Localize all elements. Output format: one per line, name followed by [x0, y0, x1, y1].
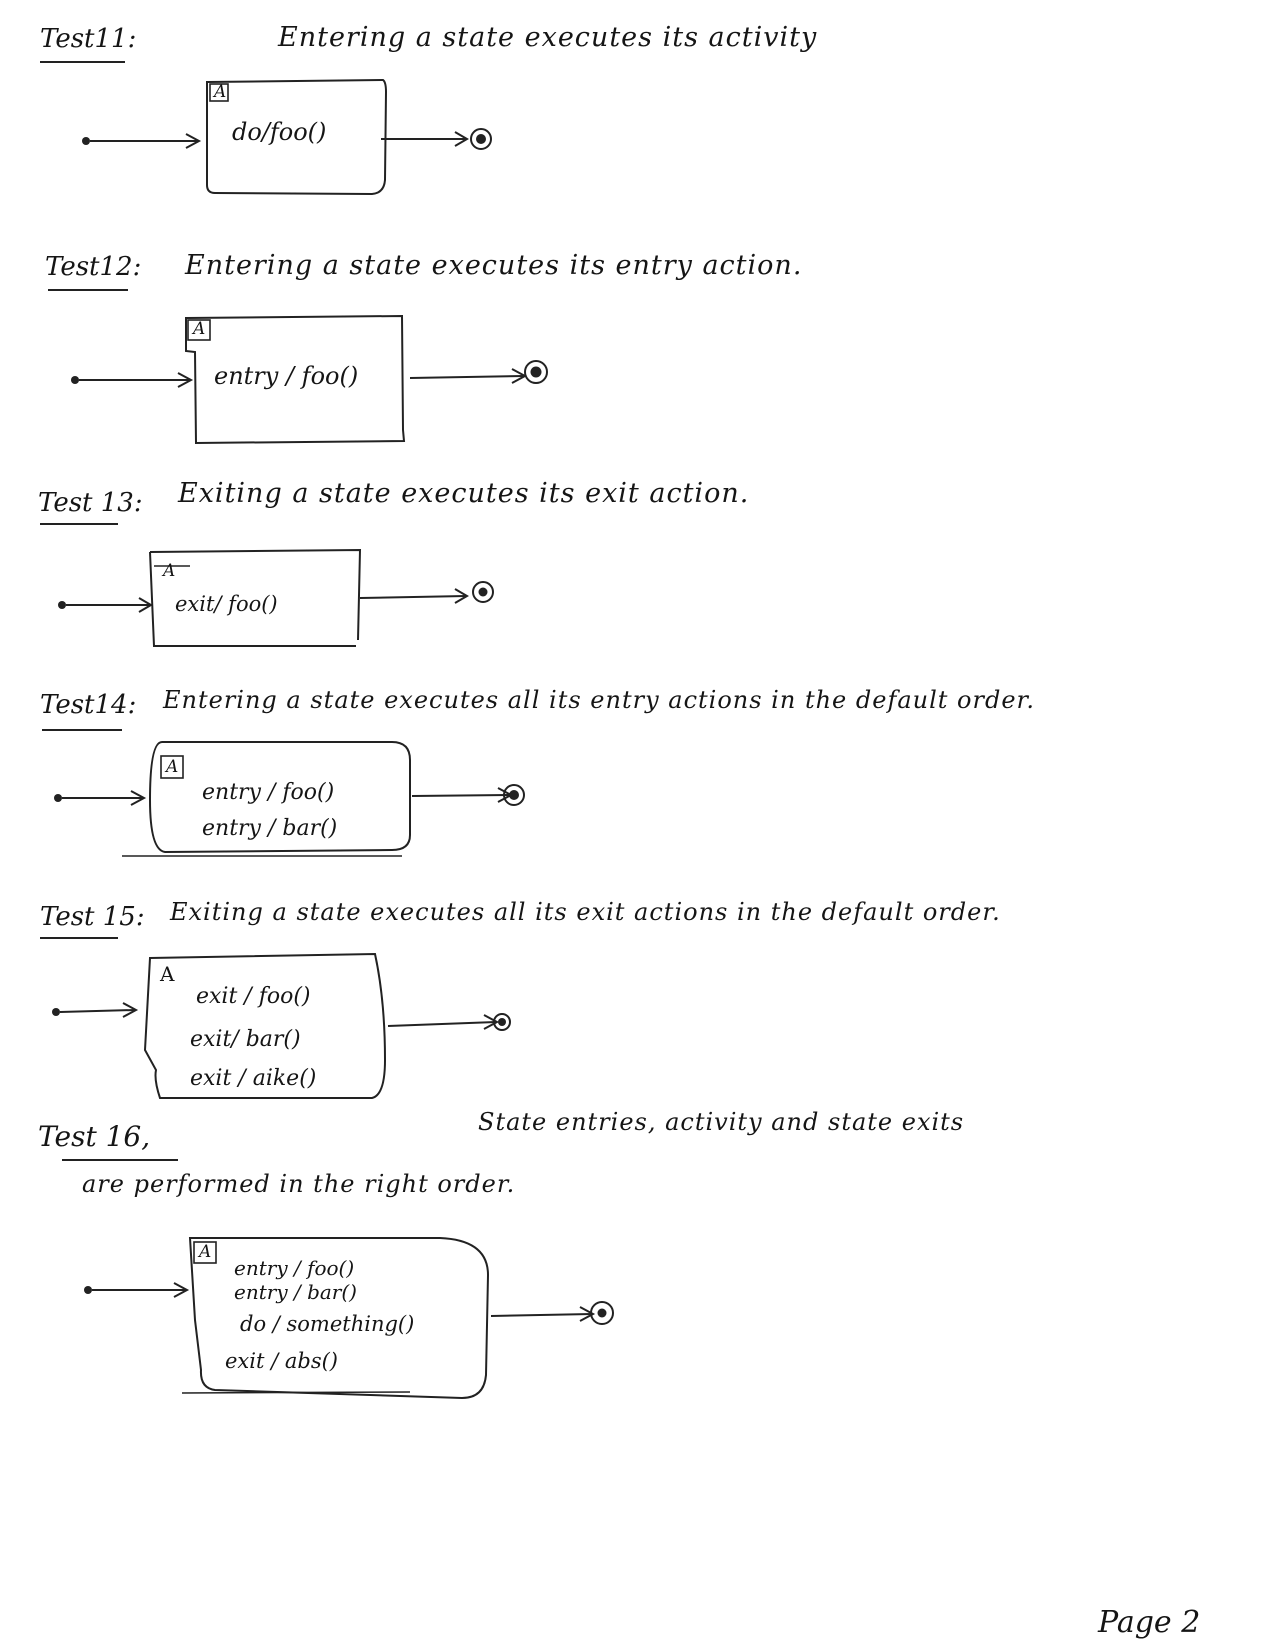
- final-transition: [411, 794, 511, 797]
- action-line: entry / foo(): [214, 362, 359, 390]
- final-transition: [387, 1021, 497, 1027]
- final-state-outer: [472, 581, 494, 603]
- test-label: Test 16,: [38, 1120, 151, 1153]
- action-line: do / something(): [240, 1312, 415, 1336]
- final-state-inner: [597, 1308, 607, 1318]
- test-label: Test 13:: [38, 488, 143, 518]
- arrowhead: [122, 1002, 139, 1018]
- action-line: entry / foo(): [202, 780, 335, 805]
- state-name-box: [187, 319, 211, 341]
- final-state-outer: [503, 784, 525, 806]
- state-name: A: [199, 1242, 212, 1262]
- state-diagram: [48, 289, 548, 445]
- arrowhead: [579, 1306, 596, 1322]
- test-label-text: Test 13: [38, 488, 134, 518]
- state-diagram: [40, 61, 492, 196]
- test-label-text: Test14: [40, 690, 128, 720]
- final-state-inner: [498, 1018, 506, 1026]
- final-transition: [490, 1313, 593, 1317]
- test-description: Entering a state executes all its entry …: [163, 686, 1035, 714]
- state-box: [188, 1237, 490, 1400]
- state-box: [148, 741, 411, 854]
- action-line: exit / abs(): [225, 1349, 338, 1373]
- test-description-line2: are performed in the right order.: [82, 1170, 516, 1198]
- initial-pseudostate: [84, 1286, 92, 1294]
- test-description: Entering a state executes its entry acti…: [185, 250, 803, 281]
- final-state-outer: [470, 128, 492, 150]
- state-name-box: [160, 755, 184, 779]
- arrowhead: [483, 1014, 500, 1030]
- test-label: Test 15:: [40, 902, 145, 932]
- initial-pseudostate: [82, 137, 90, 145]
- state-name-box: [209, 83, 229, 102]
- action-line: exit/ foo(): [175, 592, 278, 616]
- test-label: Test12:: [45, 252, 142, 282]
- arrowhead: [454, 588, 469, 604]
- final-transition: [409, 375, 525, 379]
- test-label-text: Test 15: [40, 902, 136, 932]
- initial-pseudostate: [52, 1008, 60, 1016]
- test-label: Test14:: [40, 690, 137, 720]
- underline-stroke: [181, 1391, 411, 1394]
- initial-pseudostate: [58, 601, 66, 609]
- final-state-inner: [478, 587, 488, 597]
- state-name: A: [163, 561, 176, 581]
- state-name-box: [193, 1241, 217, 1264]
- final-state-inner: [476, 134, 486, 144]
- arrowhead: [177, 372, 194, 388]
- action-line: entry / bar(): [234, 1280, 357, 1304]
- final-state-outer: [493, 1013, 511, 1031]
- state-diagram: [40, 937, 511, 1099]
- final-state-outer: [524, 360, 548, 384]
- state-box: [206, 78, 388, 196]
- state-name: A: [166, 757, 179, 777]
- test-label-text: Test 16: [38, 1120, 142, 1153]
- test-description: Exiting a state executes its exit action…: [178, 478, 750, 509]
- action-line: do/foo(): [232, 118, 327, 146]
- action-line: entry / bar(): [202, 816, 338, 841]
- state-box: [149, 548, 362, 647]
- action-line: exit / aike(): [190, 1066, 317, 1091]
- state-name: A: [160, 962, 175, 986]
- test-description: State entries, activity and state exits: [478, 1108, 965, 1136]
- state-diagram: [40, 523, 494, 647]
- final-state-inner: [530, 366, 542, 378]
- state-box: [143, 952, 387, 1099]
- state-name: A: [193, 319, 206, 339]
- final-transition: [359, 595, 467, 599]
- test-label-text: Test12: [45, 252, 133, 282]
- action-line: exit / foo(): [196, 984, 311, 1009]
- state-box: [185, 314, 406, 445]
- arrowhead: [454, 131, 469, 147]
- test-label: Test11:: [40, 24, 137, 54]
- initial-transition: [59, 1009, 136, 1013]
- state-name: A: [214, 82, 227, 102]
- arrowhead: [138, 597, 153, 613]
- test-description: Exiting a state executes all its exit ac…: [170, 898, 1001, 926]
- final-state-inner: [509, 790, 519, 800]
- state-diagram: [62, 1159, 614, 1400]
- arrowhead: [173, 1282, 190, 1298]
- initial-pseudostate: [54, 794, 62, 802]
- test-description: Entering a state executes its activity: [278, 22, 818, 53]
- test-label-text: Test11: [40, 24, 128, 54]
- action-line: exit/ bar(): [190, 1027, 301, 1052]
- initial-pseudostate: [71, 376, 79, 384]
- state-diagram: [42, 729, 525, 857]
- arrowhead: [185, 133, 202, 149]
- arrowhead: [130, 790, 147, 806]
- page-number: Page 2: [1098, 1605, 1201, 1640]
- action-line: entry / foo(): [234, 1256, 355, 1280]
- final-state-outer: [590, 1301, 614, 1325]
